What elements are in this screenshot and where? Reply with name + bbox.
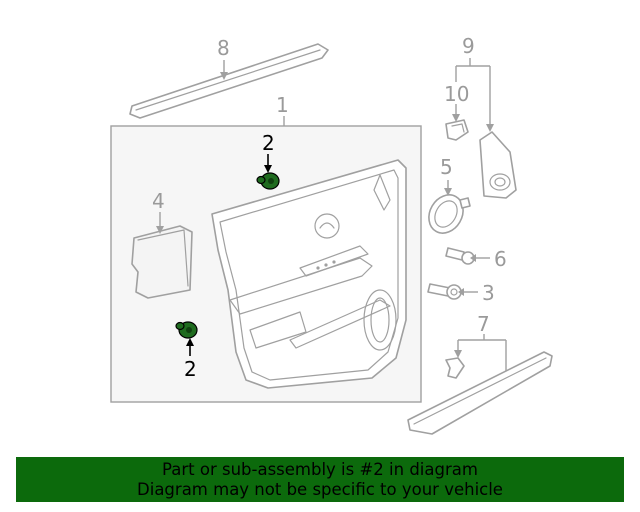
callout-1: 1 xyxy=(276,93,289,117)
callout-9: 9 xyxy=(462,34,475,58)
callout-2-upper: 2 xyxy=(262,131,275,155)
part-7-lower-molding xyxy=(407,351,553,435)
callout-6: 6 xyxy=(494,247,507,271)
part-4-pocket xyxy=(131,225,193,299)
callout-7: 7 xyxy=(477,312,490,336)
part-8-belt-molding xyxy=(129,43,329,119)
callout-10: 10 xyxy=(444,82,469,106)
door-trim-panel xyxy=(211,159,407,389)
callout-8: 8 xyxy=(217,36,230,60)
banner-line-1: Part or sub-assembly is #2 in diagram xyxy=(162,460,478,479)
part-6-screw xyxy=(445,247,475,265)
part-10-clip xyxy=(445,119,469,141)
part-5-ring xyxy=(428,194,471,234)
part-2-clip-lower xyxy=(175,321,198,339)
callout-3: 3 xyxy=(482,281,495,305)
info-banner: Part or sub-assembly is #2 in diagram Di… xyxy=(16,457,624,502)
part-7-clip xyxy=(445,357,465,379)
part-9-mirror-cover xyxy=(479,131,517,199)
banner-line-2: Diagram may not be specific to your vehi… xyxy=(137,480,503,499)
parts-diagram: 8 1 4 2 xyxy=(110,34,553,435)
callout-5: 5 xyxy=(440,155,453,179)
callout-2-lower: 2 xyxy=(184,357,197,381)
part-3-screw xyxy=(427,283,462,300)
part-2-clip-upper xyxy=(256,172,280,190)
callout-4: 4 xyxy=(152,189,165,213)
